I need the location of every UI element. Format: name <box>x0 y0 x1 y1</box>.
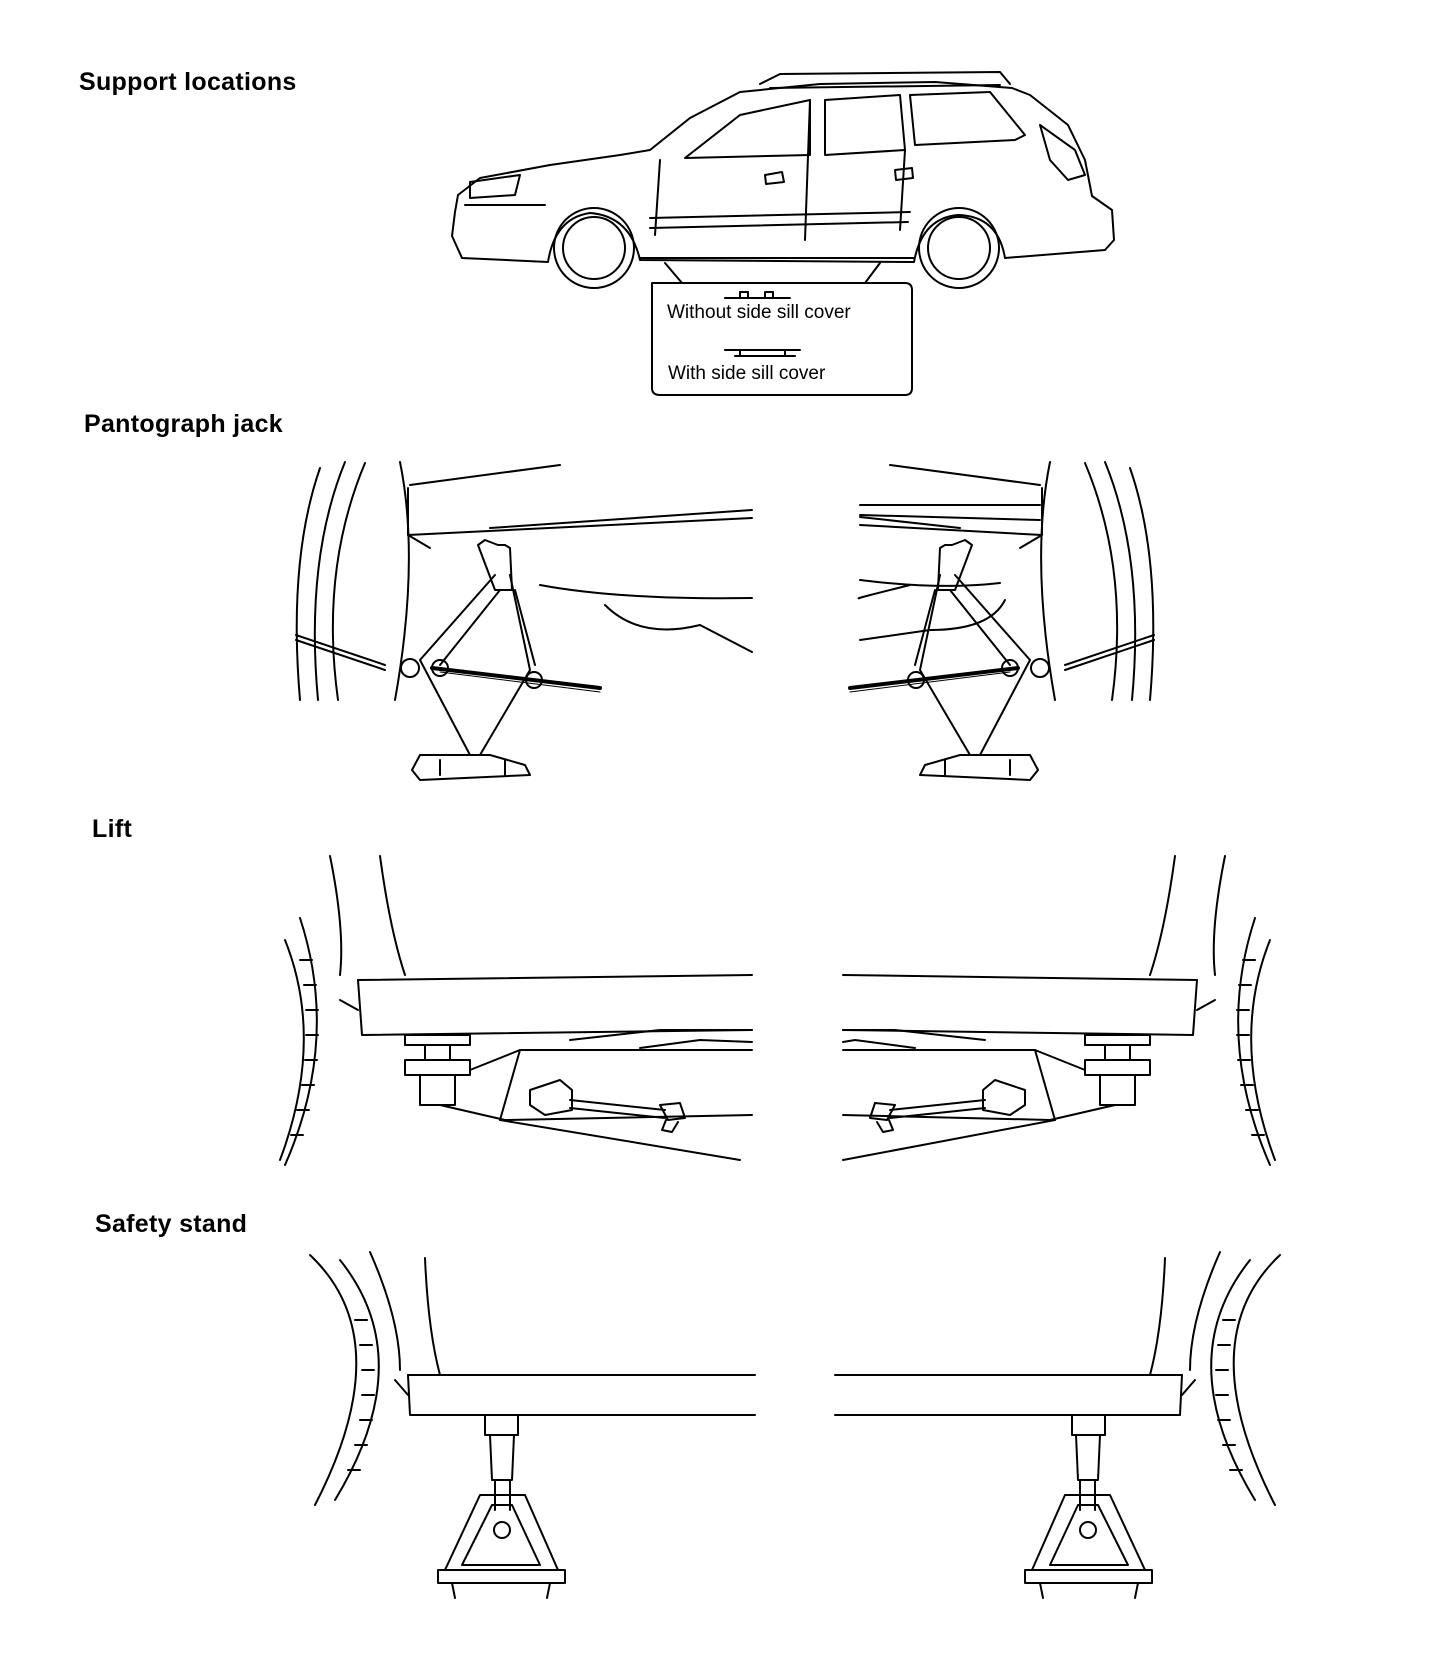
lift-right <box>842 855 1276 1166</box>
safety-stand-heading: Safety stand <box>95 1210 248 1238</box>
lift-left <box>279 855 753 1166</box>
car-side-view <box>451 71 1115 289</box>
safety-stand-left <box>309 1251 756 1599</box>
pantograph-jack-heading: Pantograph jack <box>84 410 283 438</box>
pantograph-jack-right <box>848 461 1155 781</box>
pantograph-jack-left <box>295 461 753 781</box>
support-locations-heading: Support locations <box>79 68 297 96</box>
support-callout-box <box>651 282 913 396</box>
without-side-sill-cover-label: Without side sill cover <box>667 302 851 323</box>
with-side-sill-cover-label: With side sill cover <box>668 363 826 384</box>
lift-heading: Lift <box>92 815 133 843</box>
safety-stand-right <box>834 1251 1281 1599</box>
